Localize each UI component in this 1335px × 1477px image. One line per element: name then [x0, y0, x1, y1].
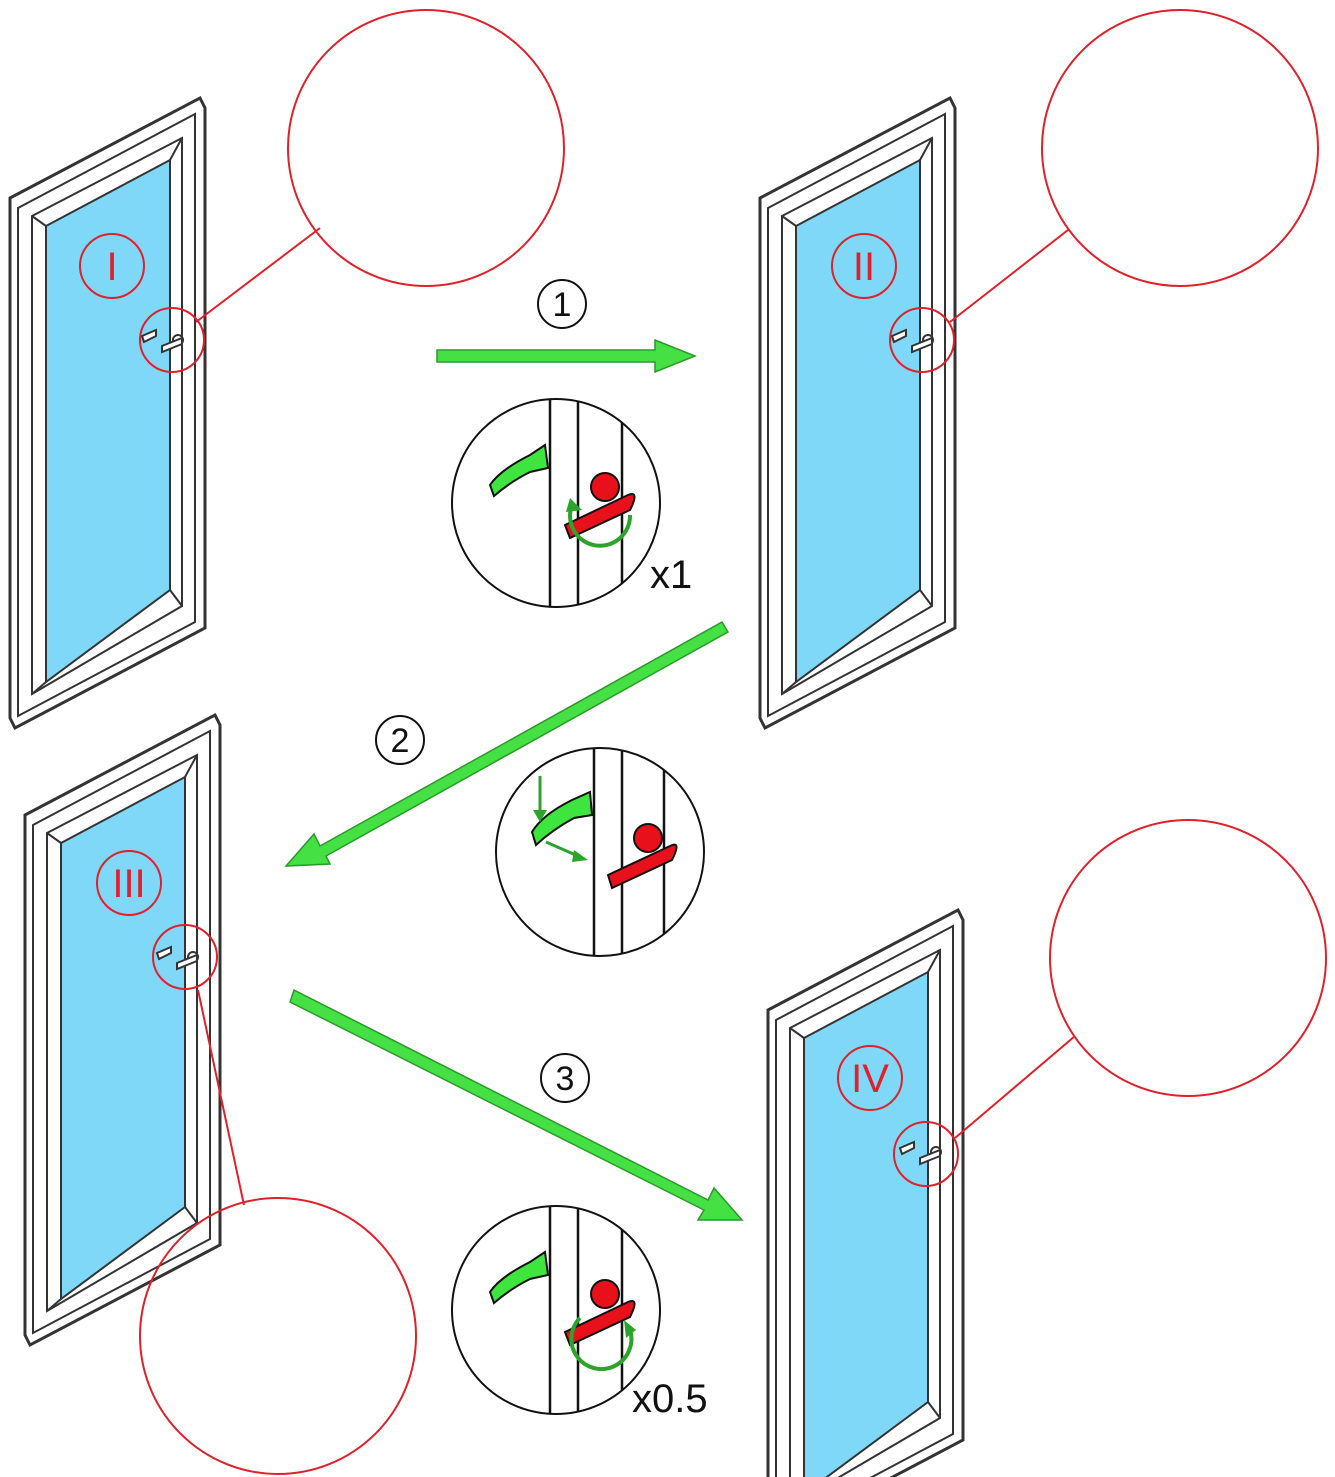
door-IV-handle-highlight [893, 1121, 959, 1187]
step-3-number: 3 [556, 1060, 575, 1098]
rotate-arrow-icon [568, 504, 633, 548]
rotate-arrow-icon [569, 1316, 634, 1371]
door-II-handle-highlight [889, 307, 955, 373]
door-I-marker [79, 233, 145, 299]
push-arrow-icon [545, 840, 579, 858]
outer-handle-green [1200, 954, 1293, 1010]
door-I-zoom-leader [195, 227, 321, 323]
step-1-arrow [436, 338, 698, 374]
step-1-multiplier: x1 [650, 553, 692, 597]
door-II: II [758, 96, 957, 730]
step-2-inset [495, 747, 705, 957]
door-III-zoom-lens [139, 1197, 417, 1475]
step-1-badge [537, 279, 587, 329]
door-IV-zoom-lens [1049, 819, 1327, 1097]
door-IV-label: IV [851, 1057, 889, 1101]
door-IV-zoom-leader [954, 1035, 1076, 1139]
door-IV: IV [766, 908, 965, 1477]
door-II-zoom-leader [949, 229, 1069, 323]
step-3-badge [540, 1053, 590, 1103]
step-3-multiplier: x0.5 [632, 1377, 708, 1421]
outer-handle-red [438, 144, 531, 200]
step-1-inset [451, 398, 661, 608]
door-II-marker [831, 233, 897, 299]
step-2-number: 2 [391, 722, 410, 760]
step-1-number: 1 [553, 286, 572, 324]
door-III-label: III [112, 862, 145, 906]
door-III-handle-highlight [152, 924, 218, 990]
outer-handle-red [290, 1332, 383, 1388]
door-IV-marker [837, 1045, 903, 1111]
step-2-badge [375, 715, 425, 765]
door-I-label: I [106, 245, 117, 289]
door-III: III [23, 713, 222, 1347]
door-II-zoom-lens [1041, 9, 1319, 287]
door-III-zoom-leader [197, 989, 245, 1206]
door-I: I [8, 96, 207, 730]
door-II-label: II [853, 245, 875, 289]
door-I-handle-highlight [139, 307, 205, 373]
door-III-marker [96, 850, 162, 916]
step-3-inset [451, 1205, 661, 1415]
outer-handle-red [1192, 144, 1285, 200]
door-I-zoom-lens [287, 9, 565, 287]
step-2-arrow [284, 620, 730, 867]
step-3-arrow [289, 988, 744, 1221]
